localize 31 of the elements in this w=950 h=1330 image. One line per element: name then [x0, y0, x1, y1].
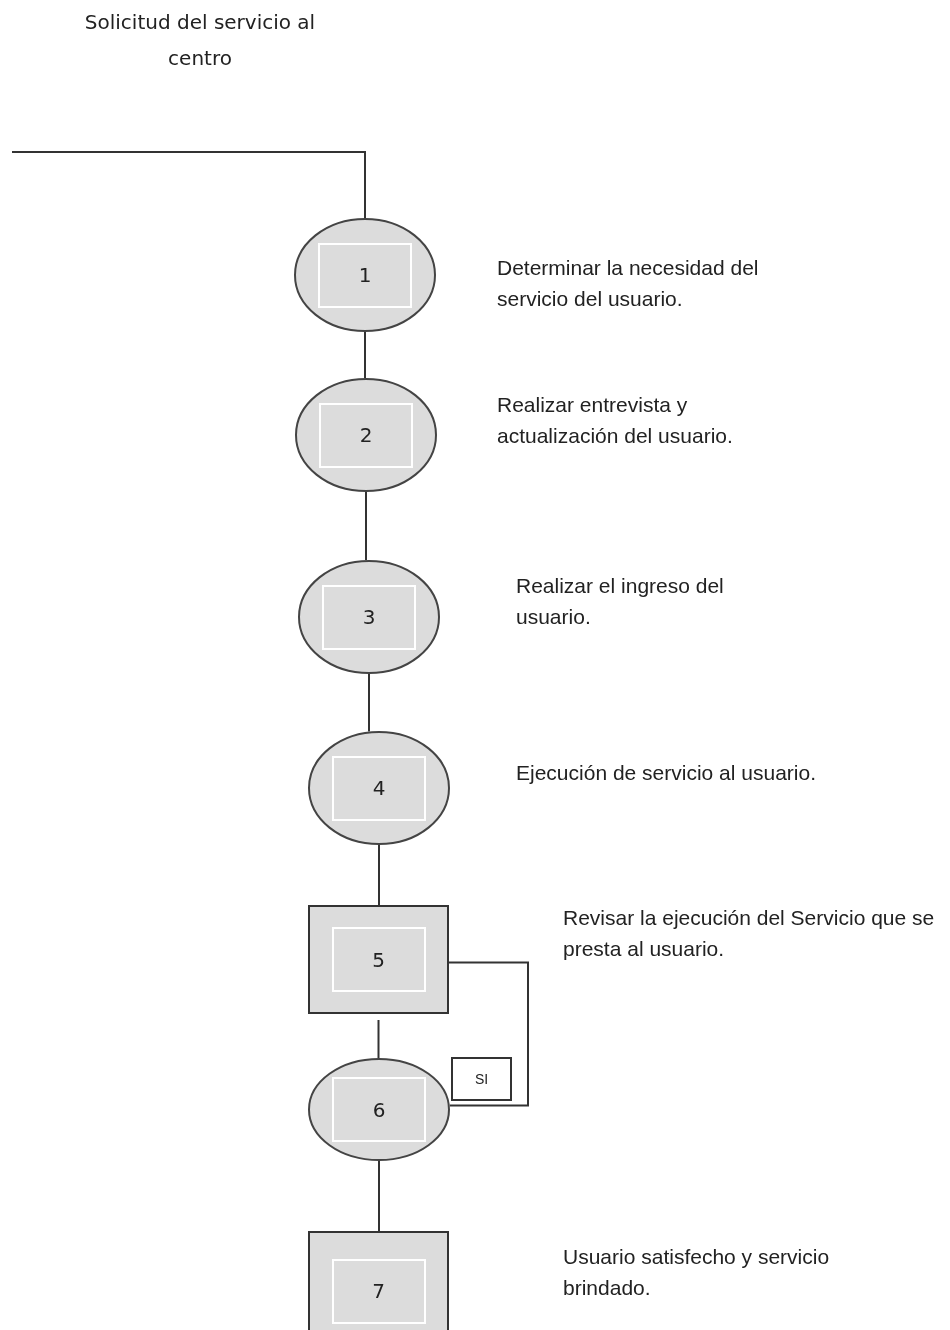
- step-description: Revisar la ejecución del Servicio que se presta al usuario.: [563, 905, 936, 962]
- process-circle: [298, 560, 440, 674]
- connector-line: [364, 331, 366, 379]
- step-description: Realizar entrevista y actualización del usuario.: [497, 392, 734, 449]
- step-number: 4: [332, 755, 426, 821]
- connector-line: [377, 1019, 380, 1059]
- step-number: 7: [331, 1258, 426, 1324]
- step-number: 6: [332, 1077, 426, 1142]
- step-description: Usuario satisfecho y servicio brindado.: [563, 1244, 831, 1301]
- connector-line: [368, 673, 370, 733]
- start-label: Solicitud del servicio al centro: [83, 9, 317, 72]
- process-circle: [308, 1058, 450, 1161]
- process-box: [308, 905, 449, 1014]
- step-number: 3: [322, 584, 416, 650]
- decision-text: SI: [474, 1071, 489, 1087]
- connector-line: [448, 961, 529, 1107]
- step-number: 5: [331, 927, 426, 992]
- process-box: [308, 1231, 449, 1330]
- decision-tag: [451, 1057, 512, 1101]
- step-number: 2: [319, 402, 413, 468]
- step-description: Ejecución de servicio al usuario.: [516, 760, 817, 786]
- process-circle: [308, 731, 450, 845]
- step-description: Realizar el ingreso del usuario.: [516, 573, 725, 630]
- step-number: 1: [318, 242, 412, 308]
- step-description: Determinar la necesidad del servicio del usuario.: [497, 255, 760, 312]
- connector-line: [378, 1160, 380, 1232]
- connector-line: [378, 844, 380, 906]
- process-circle: [294, 218, 436, 332]
- process-circle: [295, 378, 437, 492]
- connector-line: [11, 151, 366, 219]
- connector-line: [365, 491, 367, 562]
